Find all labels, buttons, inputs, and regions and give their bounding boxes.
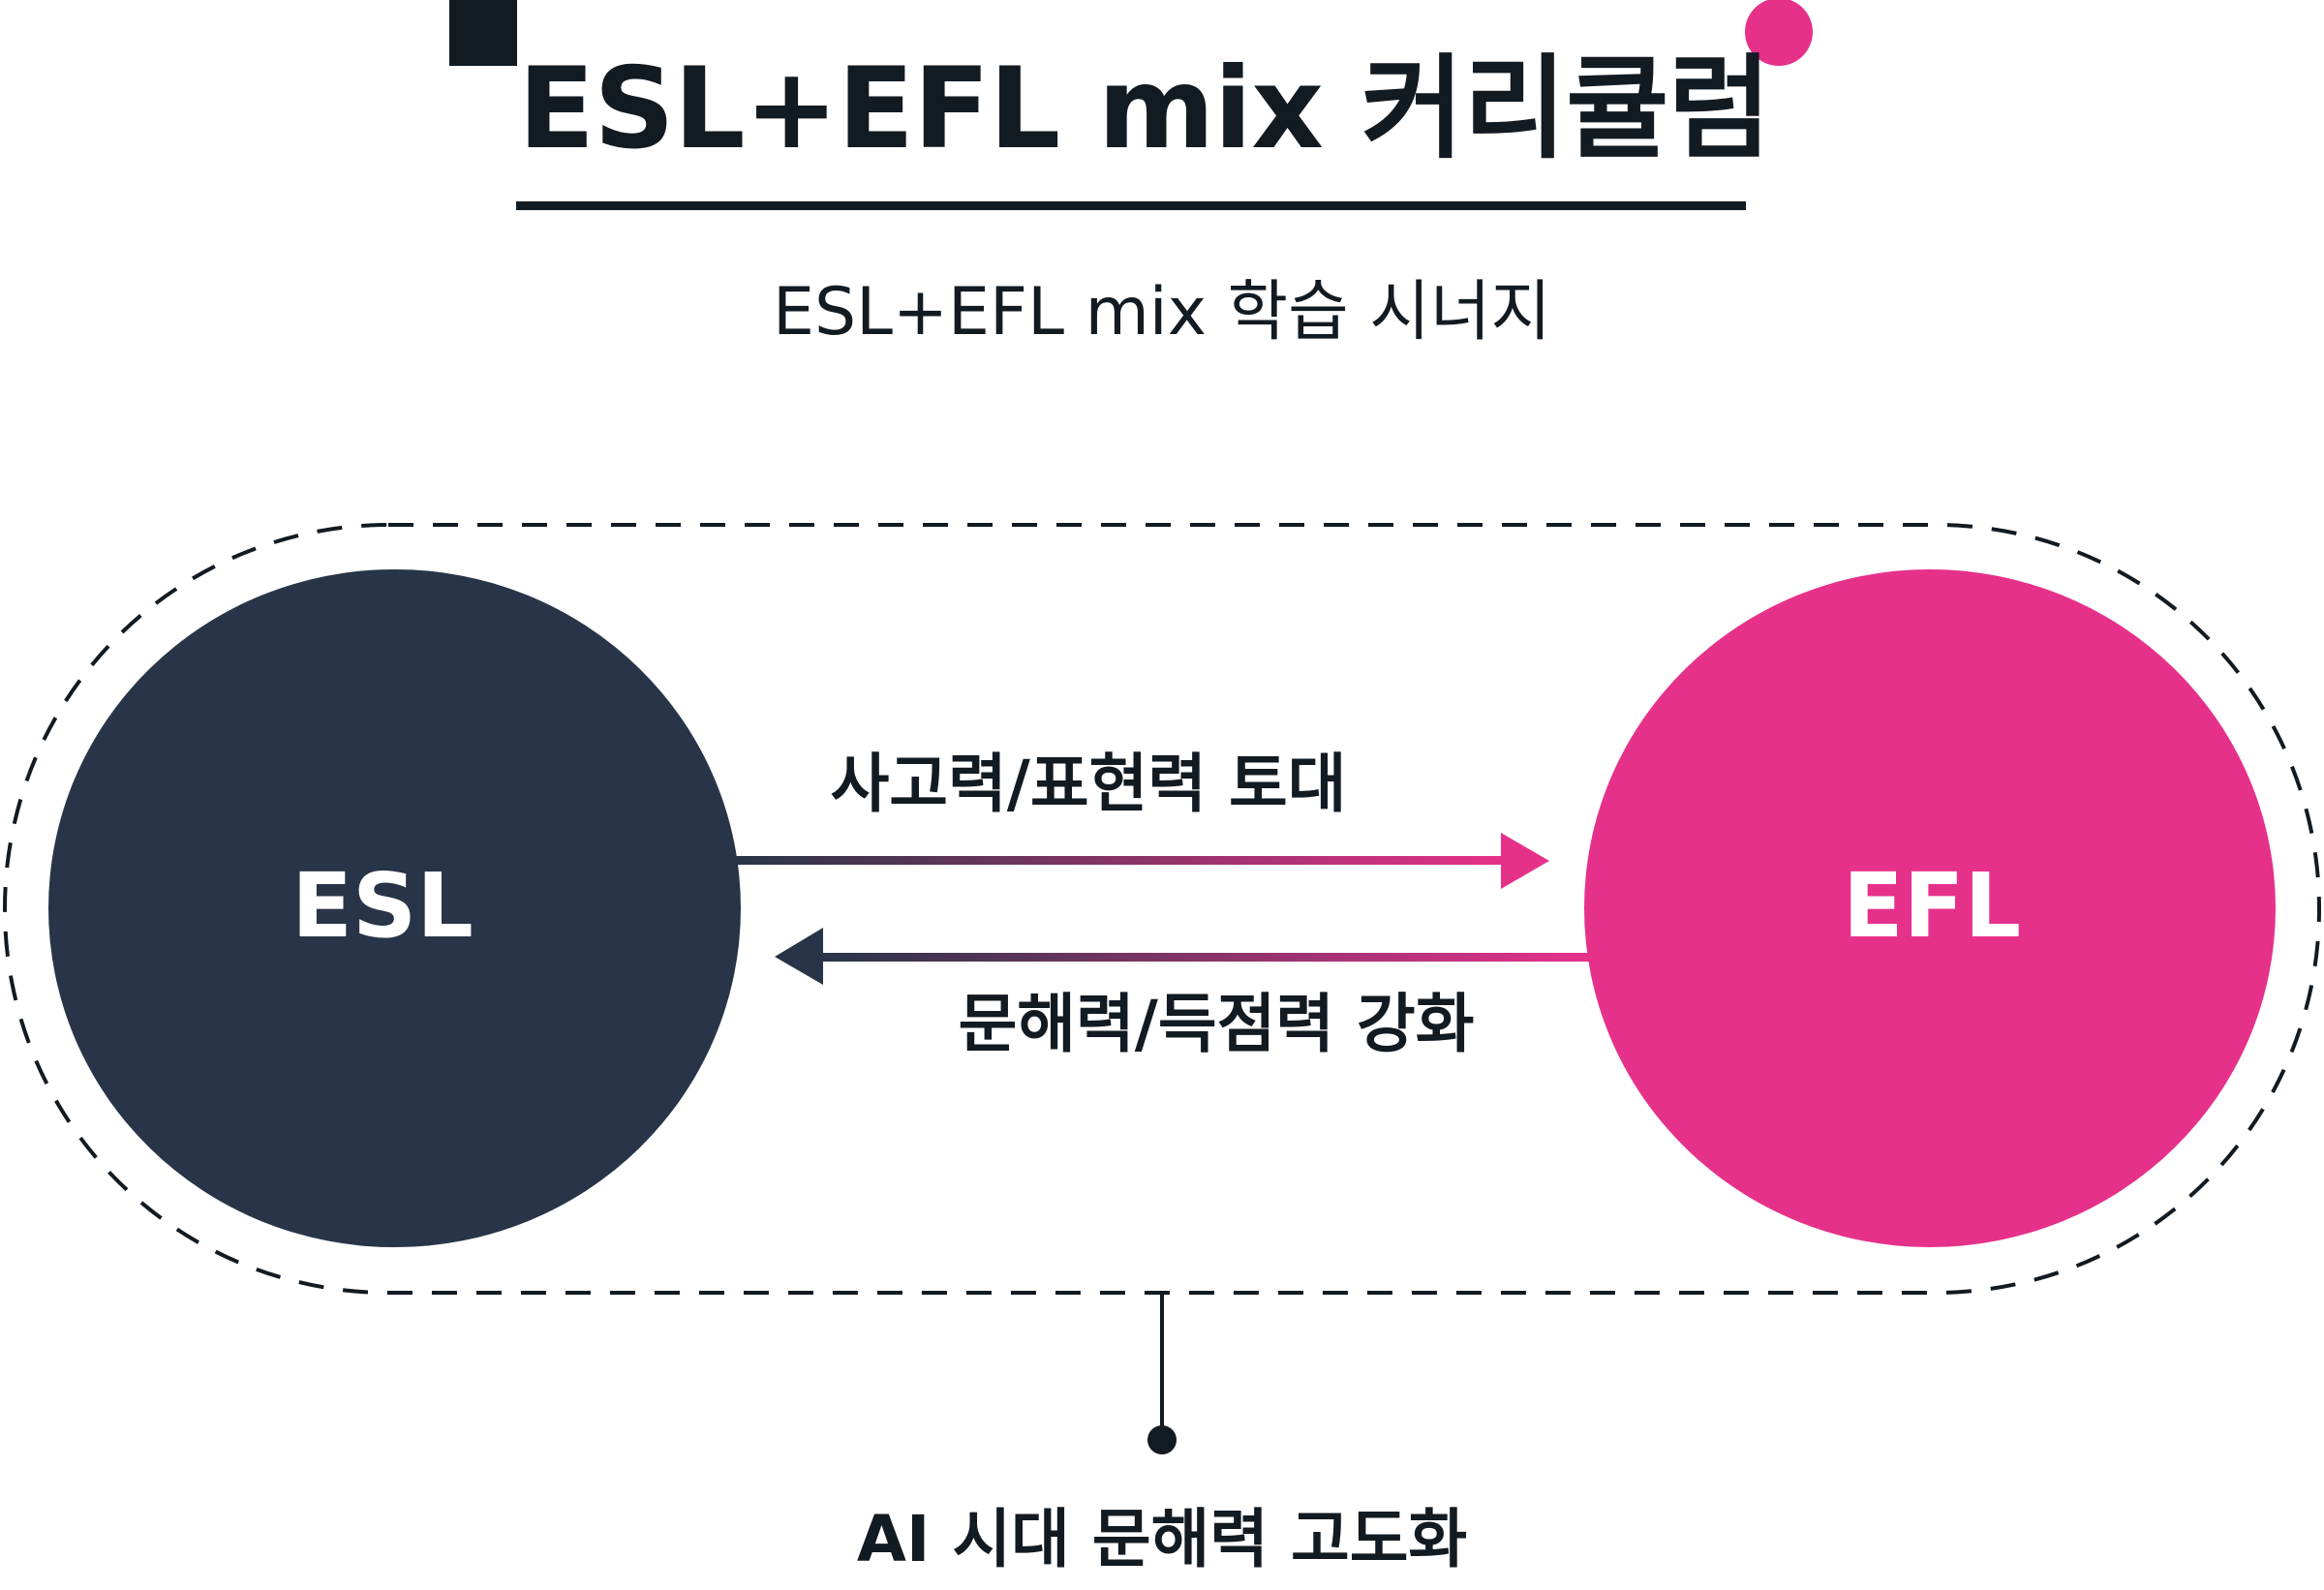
page-subtitle: ESL+EFL mix 학습 시너지 — [773, 274, 1551, 351]
efl-circle — [1584, 569, 2276, 1247]
footer-caption: AI 시대 문해력 고도화 — [856, 1502, 1468, 1576]
page-title: ESL+EFL mix 커리큘럼 — [518, 44, 1771, 174]
title-dot-marker — [1745, 0, 1813, 66]
efl-label: EFL — [1842, 854, 2022, 958]
arrow-left-label: 문해력/득점력 강화 — [958, 987, 1475, 1061]
esl-circle — [48, 569, 741, 1247]
esl-label: ESL — [291, 854, 474, 958]
arrow-left-shaft — [821, 953, 1591, 962]
footer-connector-dot — [1147, 1425, 1177, 1454]
arrow-right-label: 사고력/표현력 토대 — [830, 747, 1347, 821]
title-underline — [516, 201, 1746, 210]
arrow-left-head — [775, 928, 823, 985]
title-square-marker — [449, 0, 517, 66]
arrow-right-head — [1501, 833, 1549, 889]
arrow-right-shaft — [736, 856, 1506, 865]
